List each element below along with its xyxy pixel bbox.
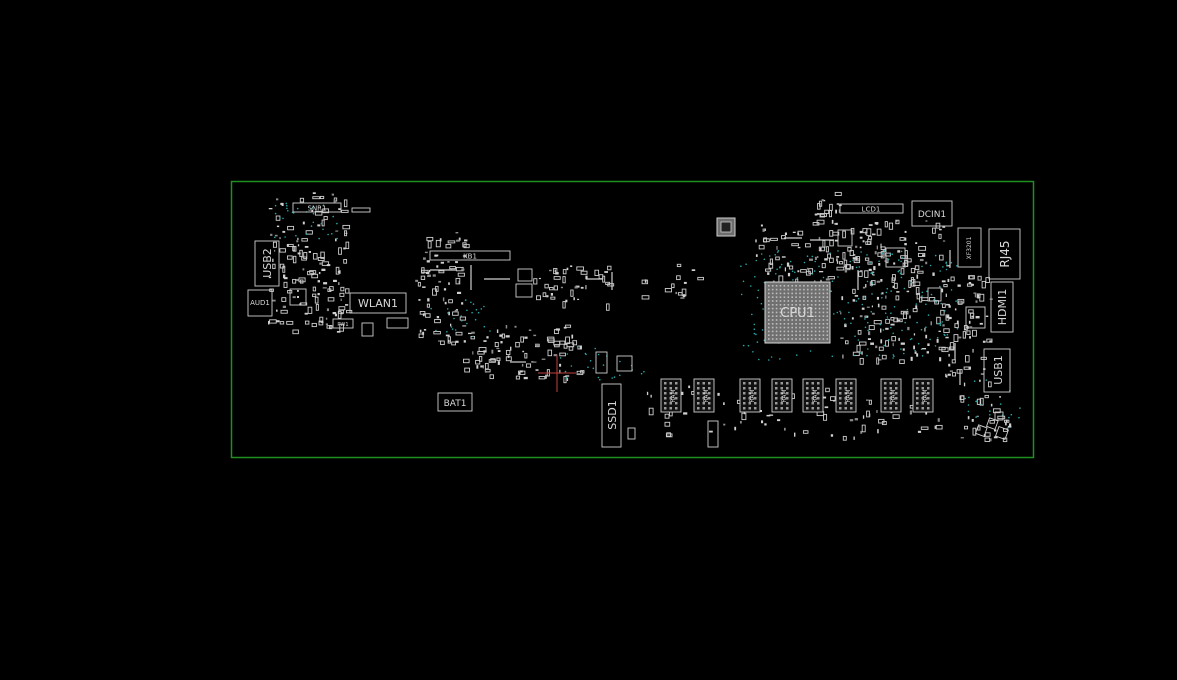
ssd-side-chip[interactable] xyxy=(595,351,608,374)
small-connector[interactable] xyxy=(707,420,719,448)
pw1-switch[interactable]: PW1 xyxy=(332,318,354,329)
snr1-connector[interactable]: SNR1 xyxy=(292,202,371,213)
usb1-connector[interactable]: USB1 xyxy=(983,348,1011,393)
lcd1-connector[interactable]: LCD1 xyxy=(839,203,904,214)
ssd1-connector[interactable]: SSD1 xyxy=(601,383,622,448)
kb1-connector[interactable]: KB1 xyxy=(429,250,511,261)
smd-components xyxy=(268,191,1012,443)
bottom-right-components xyxy=(974,411,1009,440)
rj45-connector[interactable]: RJ45 xyxy=(988,228,1021,280)
aud1-label: AUD1 xyxy=(250,299,270,307)
ram-chip-label: RAM xyxy=(703,389,710,402)
aud1-connector[interactable]: AUD1 xyxy=(247,289,273,317)
board-outline xyxy=(230,180,1035,459)
dcin1-connector[interactable]: DCIN1 xyxy=(911,200,953,227)
ram-chip-label: RAM xyxy=(781,389,788,402)
ram-chip-row: RAM RAM RAM RAM RAM RAM RAM RAM xyxy=(660,378,934,413)
audio-codec-chip[interactable] xyxy=(289,288,307,306)
hdmi-filter-array[interactable] xyxy=(965,306,986,329)
hdmi1-connector[interactable]: HDMI1 xyxy=(990,281,1014,333)
ram-chip-label: RAM xyxy=(890,389,897,402)
ram-chip-8[interactable]: RAM xyxy=(912,378,934,413)
bat1-label: BAT1 xyxy=(444,399,467,409)
dcin1-label: DCIN1 xyxy=(918,210,946,220)
ram-chip-2[interactable]: RAM xyxy=(693,378,715,413)
top-mid-chip[interactable] xyxy=(716,217,736,237)
hdmi1-label: HDMI1 xyxy=(996,289,1009,325)
ram-chip-label: RAM xyxy=(670,389,677,402)
wlan1-label: WLAN1 xyxy=(358,297,398,310)
ram-chip-1[interactable]: RAM xyxy=(660,378,682,413)
ram-chip-label: RAM xyxy=(812,389,819,402)
kb1-label: KB1 xyxy=(463,253,477,261)
power-controller-ic[interactable] xyxy=(885,247,906,268)
xf3201-label: XF3201 xyxy=(966,236,973,259)
cpu1-package[interactable]: CPU1 xyxy=(764,281,831,344)
kb-controller-chip[interactable] xyxy=(517,268,533,282)
ram-chip-3[interactable]: RAM xyxy=(739,378,761,413)
wlan1-connector[interactable]: WLAN1 xyxy=(349,292,407,314)
ram-chip-label: RAM xyxy=(845,389,852,402)
bat1-connector[interactable]: BAT1 xyxy=(437,392,473,412)
small-ic-right[interactable] xyxy=(837,229,853,247)
lcd1-label: LCD1 xyxy=(862,206,881,214)
ssd-cap[interactable] xyxy=(627,427,636,440)
usb1-label: USB1 xyxy=(992,355,1005,385)
xf3201-transformer[interactable]: XF3201 xyxy=(957,227,982,268)
ram-chip-5[interactable]: RAM xyxy=(802,378,824,413)
usb2-connector[interactable]: USB2 xyxy=(254,240,280,287)
kb-controller-chip-2[interactable] xyxy=(515,283,533,298)
ram-chip-4[interactable]: RAM xyxy=(771,378,793,413)
pd-controller-ic[interactable] xyxy=(927,287,942,302)
pw-connector[interactable] xyxy=(386,317,409,329)
pw-chip[interactable] xyxy=(361,322,374,337)
power-ic[interactable] xyxy=(616,355,633,372)
ram-chip-7[interactable]: RAM xyxy=(880,378,902,413)
via-cluster xyxy=(274,202,1021,429)
ram-chip-label: RAM xyxy=(749,389,756,402)
crosshair-cursor-icon xyxy=(538,355,576,392)
snr1-label: SNR1 xyxy=(308,205,327,213)
ram-chip-label: RAM xyxy=(922,389,929,402)
pw1-label: PW1 xyxy=(337,322,348,328)
rj45-label: RJ45 xyxy=(998,240,1012,267)
cpu1-label: CPU1 xyxy=(780,306,815,321)
ssd1-label: SSD1 xyxy=(606,400,619,429)
ram-chip-6[interactable]: RAM xyxy=(835,378,857,413)
usb2-label: USB2 xyxy=(261,248,274,278)
